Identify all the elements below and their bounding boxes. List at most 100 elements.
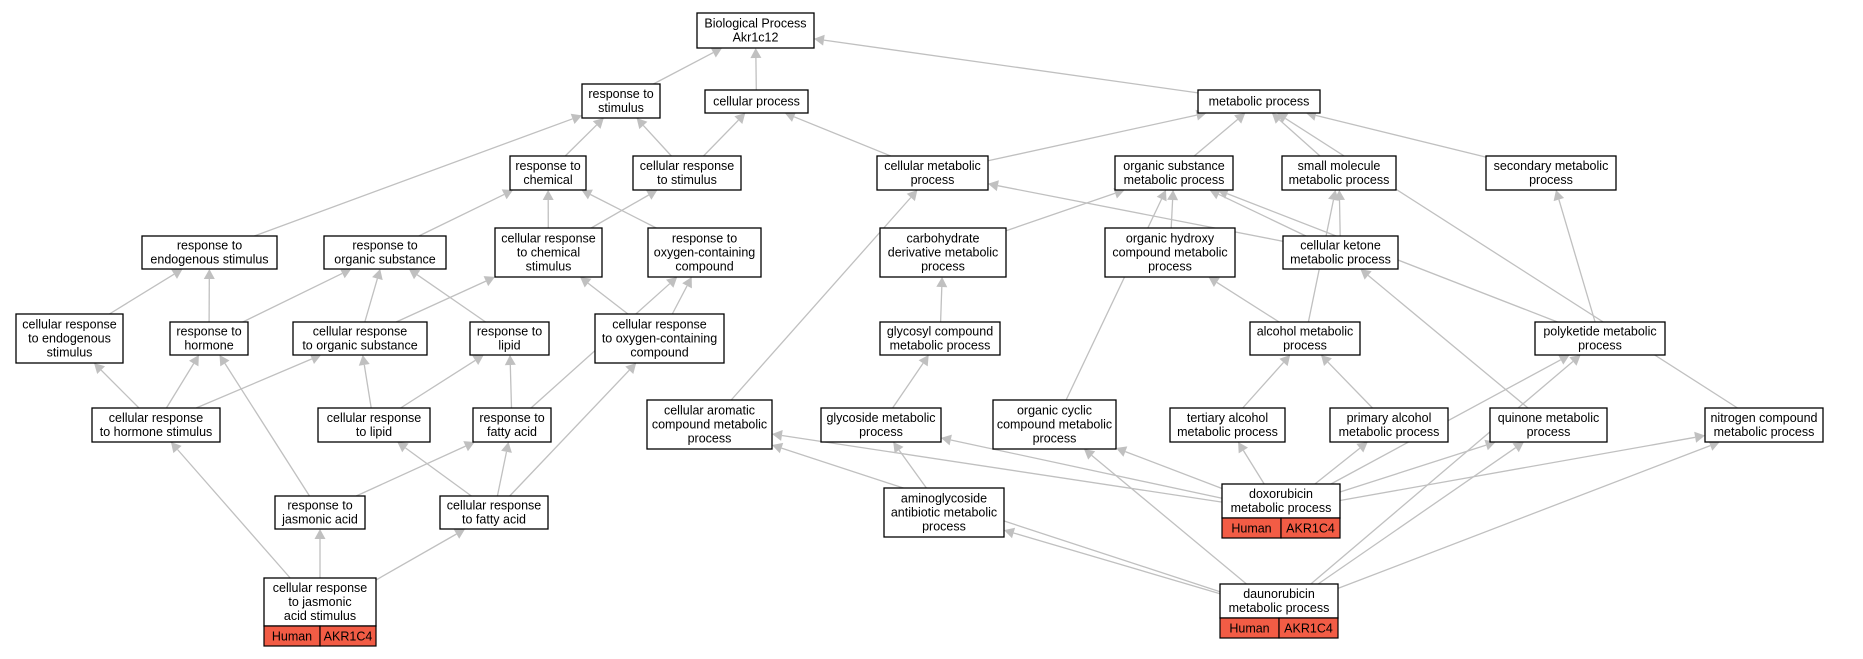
edge-rfa-to-rl bbox=[504, 355, 516, 409]
edge-res-to-rs bbox=[254, 113, 582, 237]
node-box bbox=[647, 227, 762, 278]
edge-crcs-to-rc bbox=[542, 190, 554, 229]
arrowhead bbox=[893, 442, 904, 454]
node-label-line: lipid bbox=[498, 339, 520, 353]
node-box bbox=[1704, 407, 1824, 443]
edge-line bbox=[165, 363, 195, 409]
node-label-line: compound metabolic bbox=[652, 418, 767, 432]
node-box bbox=[91, 407, 221, 443]
arrowhead bbox=[472, 355, 484, 365]
node-label-line: compound bbox=[630, 346, 688, 360]
edge-line bbox=[703, 119, 739, 157]
node-label-line: to stimulus bbox=[657, 173, 717, 187]
arrowhead bbox=[750, 48, 762, 59]
edge-rc-to-rs bbox=[564, 118, 604, 157]
node-label-line: response to bbox=[176, 325, 241, 339]
go-term-node-cp[interactable]: cellular process bbox=[704, 89, 809, 114]
arrowhead bbox=[1356, 442, 1368, 453]
edge-line bbox=[416, 274, 486, 323]
edge-rh-to-ros bbox=[242, 268, 352, 323]
node-box bbox=[1221, 483, 1341, 519]
node-label-line: cellular response bbox=[327, 411, 422, 425]
node-box bbox=[1219, 583, 1339, 619]
node-label-line: response to bbox=[479, 411, 544, 425]
node-label-line: metabolic process bbox=[1339, 425, 1440, 439]
arrowhead bbox=[784, 111, 797, 122]
edge-amp-to-ohcmp bbox=[1208, 277, 1280, 323]
edge-cacmp-to-cmp bbox=[730, 190, 918, 401]
node-label-line: metabolic process bbox=[1209, 95, 1310, 109]
edge-line bbox=[653, 52, 714, 85]
edge-dauno-to-aamp bbox=[1004, 527, 1221, 595]
gene-cell bbox=[319, 625, 377, 647]
edge-line bbox=[1339, 436, 1696, 502]
arrowhead bbox=[453, 529, 466, 539]
node-label-line: quinone metabolic bbox=[1498, 411, 1599, 425]
edge-cros-to-ros bbox=[364, 269, 383, 323]
edge-ros-to-rc bbox=[418, 189, 514, 237]
node-label-line: metabolic process bbox=[1177, 425, 1278, 439]
node-label-line: endogenous stimulus bbox=[150, 253, 268, 267]
node-label-line: primary alcohol bbox=[1347, 411, 1432, 425]
node-box bbox=[581, 83, 661, 119]
edge-line bbox=[1125, 450, 1223, 490]
edge-crcs-to-crs bbox=[590, 190, 658, 229]
edge-line bbox=[509, 369, 630, 497]
node-label-line: metabolic process bbox=[1124, 173, 1225, 187]
node-label-line: response to bbox=[352, 239, 417, 253]
edge-osmp-to-mp bbox=[1193, 113, 1246, 157]
node-label-line: metabolic process bbox=[890, 339, 991, 353]
node-label-line: to fatty acid bbox=[462, 513, 526, 527]
edge-rocc-to-rc bbox=[581, 189, 657, 229]
gene-label: AKR1C4 bbox=[1284, 622, 1333, 636]
node-box bbox=[879, 227, 1007, 278]
edge-line bbox=[363, 364, 372, 409]
edge-line bbox=[1193, 118, 1239, 157]
gene-cell bbox=[1280, 517, 1341, 539]
edge-smmp-to-mp bbox=[1271, 113, 1321, 157]
go-term-node-mp[interactable]: metabolic process bbox=[1197, 89, 1321, 114]
node-box bbox=[646, 399, 773, 450]
edge-doxo-to-glymp bbox=[941, 434, 1223, 499]
edge-line bbox=[195, 358, 313, 409]
